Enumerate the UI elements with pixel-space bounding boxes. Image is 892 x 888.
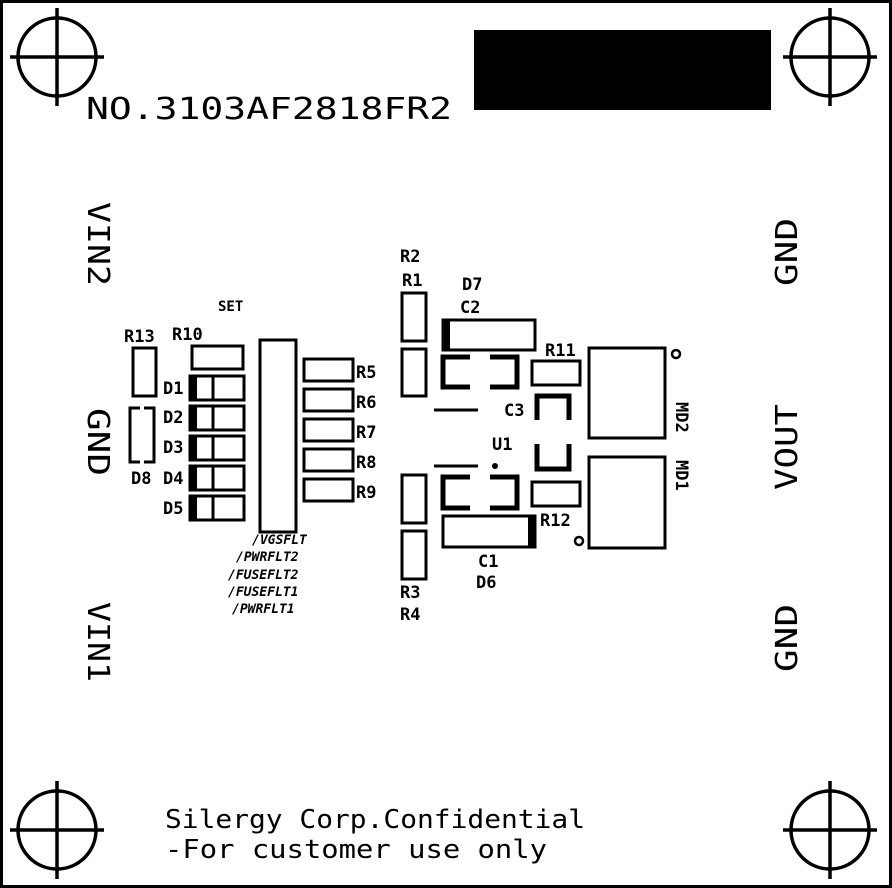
net-pwrflt1: /PWRFLT1: [232, 602, 295, 617]
footprint-r12: [530, 480, 582, 508]
label-r1: R1: [402, 271, 422, 291]
label-md1: MD1: [671, 460, 691, 491]
footprint-md2: [587, 346, 667, 440]
label-u1: U1: [492, 435, 512, 455]
mounting-hole-icon: [10, 781, 104, 879]
label-block: [474, 30, 771, 110]
label-md2: MD2: [671, 402, 691, 433]
footprint-set-connector: [258, 338, 298, 534]
label-set: SET: [218, 299, 243, 315]
footprint-d8: [128, 406, 156, 464]
footprint-r13: [131, 346, 158, 398]
connector-vin2: VIN2: [80, 202, 115, 286]
label-r2: R2: [400, 247, 420, 267]
footprint-r10: [190, 344, 245, 371]
label-r12: R12: [540, 511, 571, 531]
mounting-hole-icon: [783, 781, 877, 879]
label-c2: C2: [460, 298, 480, 318]
footprint-c1: [440, 474, 520, 511]
label-c3: C3: [504, 401, 524, 421]
footprint-r11: [530, 359, 582, 387]
footprint-md1: [587, 455, 667, 550]
label-r6: R6: [356, 393, 376, 413]
footprint-d7: [441, 318, 537, 352]
connector-gnd-right-bottom: GND: [770, 604, 805, 672]
label-d5: D5: [163, 499, 183, 519]
net-pwrflt2: /PWRFLT2: [236, 550, 299, 565]
connector-vin1: VIN1: [80, 602, 115, 682]
net-fuseflt2: /FUSEFLT2: [228, 568, 299, 583]
part-number: NO.3103AF2818FR2: [86, 92, 452, 127]
mounting-hole-icon: [10, 8, 104, 106]
footprint-u1: [434, 408, 478, 468]
label-r5: R5: [356, 363, 376, 383]
footprint-c3: [534, 393, 572, 472]
label-d6: D6: [476, 573, 496, 593]
resistor-array: [302, 357, 355, 503]
label-r3: R3: [400, 583, 420, 603]
label-d8: D8: [131, 469, 151, 489]
label-d1: D1: [163, 379, 183, 399]
footprint-r1-r2: [400, 291, 428, 398]
md2-pin1-dot: [670, 348, 682, 360]
label-r8: R8: [356, 453, 376, 473]
label-c1: C1: [478, 552, 498, 572]
label-d7: D7: [462, 275, 482, 295]
footprint-r3-r4: [400, 473, 428, 581]
label-d3: D3: [163, 438, 183, 458]
label-r11: R11: [545, 341, 576, 361]
label-r4: R4: [400, 605, 420, 625]
connector-vout: VOUT: [770, 404, 805, 490]
label-r7: R7: [356, 423, 376, 443]
label-d4: D4: [163, 469, 183, 489]
led-array: [188, 374, 246, 522]
mounting-hole-icon: [783, 8, 877, 106]
u1-pin1-dot: [492, 463, 498, 469]
connector-gnd-right-top: GND: [770, 218, 805, 286]
label-r10: R10: [172, 325, 203, 345]
md1-pin1-dot: [573, 535, 585, 547]
label-d2: D2: [163, 408, 183, 428]
connector-gnd-left: GND: [80, 408, 115, 476]
net-fuseflt1: /FUSEFLT1: [228, 585, 298, 600]
footprint-c2: [440, 354, 520, 390]
confidential-line-1: Silergy Corp.Confidential: [165, 805, 585, 835]
label-r9: R9: [356, 483, 376, 503]
net-vgsflt: /VGSFLT: [252, 533, 308, 548]
confidential-line-2: -For customer use only: [165, 835, 547, 865]
footprint-d6: [441, 514, 537, 549]
label-r13: R13: [124, 327, 155, 347]
